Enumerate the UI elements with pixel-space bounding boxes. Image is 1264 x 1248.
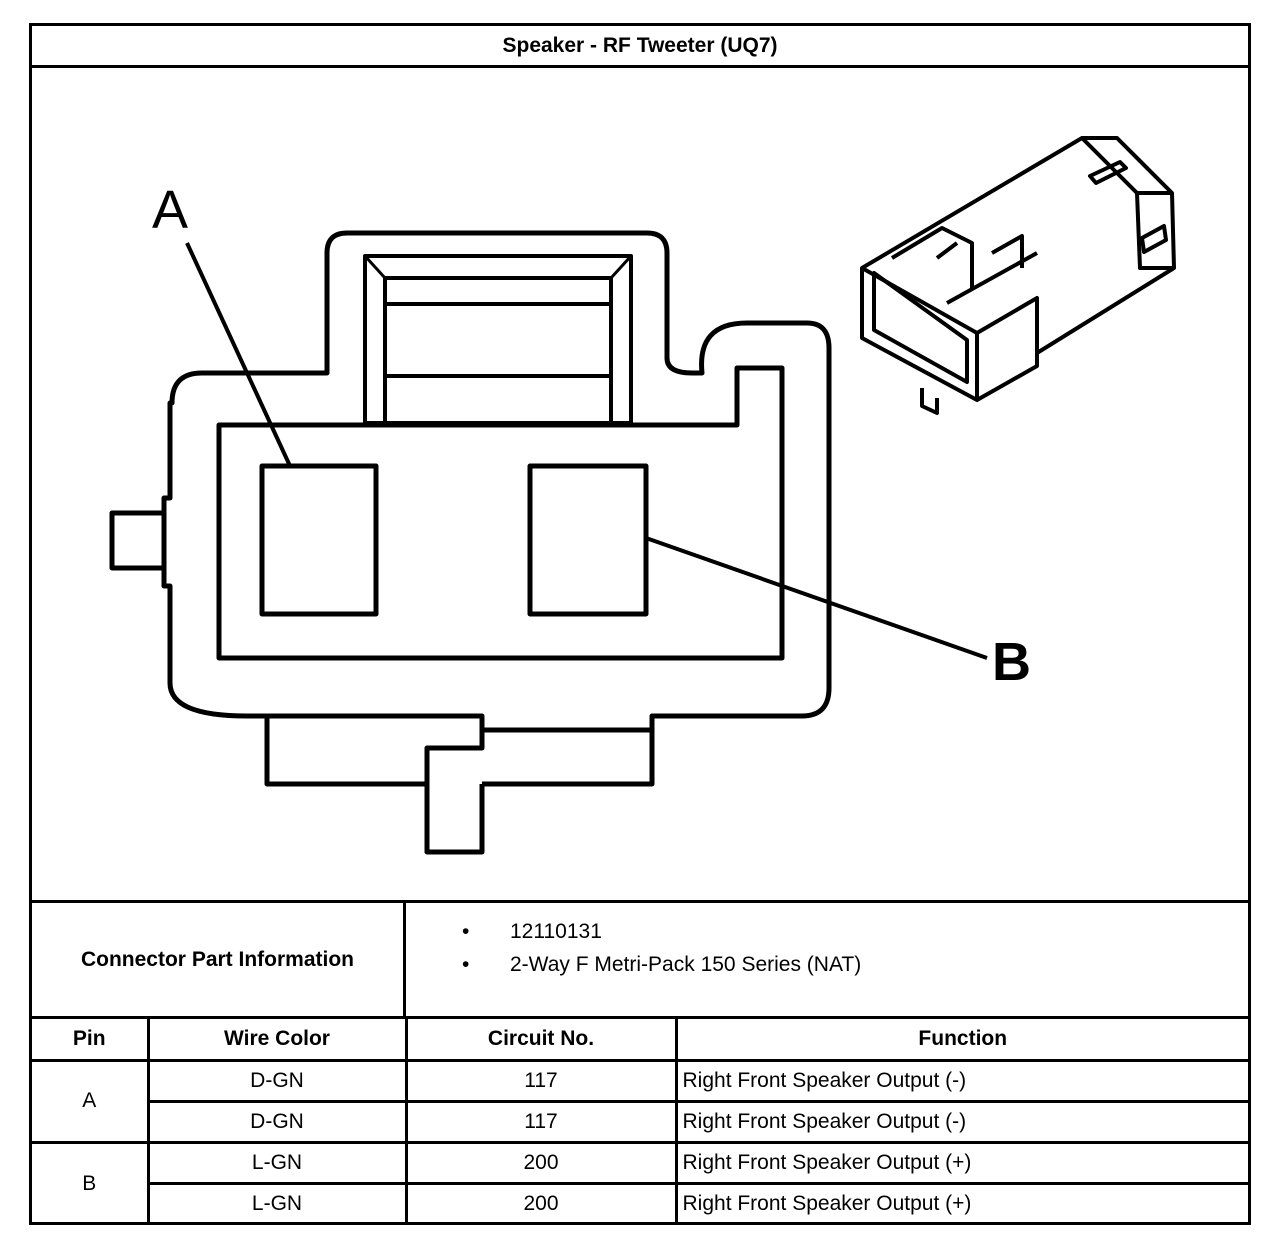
connector-part-info-list: • 12110131 • 2-Way F Metri-Pack 150 Series… <box>452 915 861 981</box>
table-row: L-GN 200 Right Front Speaker Output (+) <box>32 1181 1248 1224</box>
part-info-item: • 2-Way F Metri-Pack 150 Series (NAT) <box>452 948 861 981</box>
wire-color-cell: L-GN <box>146 1140 408 1185</box>
part-info-item: • 12110131 <box>452 915 861 948</box>
bottom-key <box>264 716 485 787</box>
circuit-cell: 117 <box>404 1058 678 1103</box>
bullet-icon: • <box>462 920 470 943</box>
function-cell: Right Front Speaker Output (-) <box>674 1099 1248 1144</box>
top-latch-frame <box>363 254 633 425</box>
table-header-row: Pin Wire Color Circuit No. Function <box>32 1019 1248 1062</box>
top-latch-inner <box>383 276 613 425</box>
table-row: D-GN 117 Right Front Speaker Output (-) <box>32 1099 1248 1144</box>
connector-part-info: Connector Part Information • 12110131 • 2-… <box>32 900 1248 1019</box>
wire-color-cell: D-GN <box>146 1058 408 1103</box>
circuit-cell: 200 <box>404 1140 678 1185</box>
side-latch <box>109 510 164 571</box>
circuit-cell: 117 <box>404 1099 678 1144</box>
terminal-b <box>527 463 649 617</box>
connector-3d-illustration <box>860 136 1176 415</box>
callout-label-b: B <box>992 632 1031 692</box>
connector-part-info-label: Connector Part Information <box>32 903 406 1016</box>
table-row: A D-GN 117 Right Front Speaker Output (-… <box>32 1058 1248 1144</box>
table-row: B L-GN 200 Right Front Speaker Output (+… <box>32 1140 1248 1224</box>
connector-diagram: A B <box>32 68 1248 900</box>
wire-color-cell: L-GN <box>148 1181 408 1224</box>
part-number: 12110131 <box>510 920 602 943</box>
terminal-cavity <box>216 365 785 661</box>
wire-color-cell: D-GN <box>148 1099 408 1144</box>
header-circuit-no: Circuit No. <box>404 1019 678 1062</box>
header-pin: Pin <box>32 1019 150 1062</box>
terminal-a <box>259 463 379 617</box>
bullet-icon: • <box>462 953 470 976</box>
circuit-cell: 200 <box>404 1181 678 1224</box>
connector-face-drawing: A B <box>109 136 1176 855</box>
pin-cell: B <box>32 1140 150 1224</box>
connector-series: 2-Way F Metri-Pack 150 Series (NAT) <box>510 953 862 976</box>
pinout-table: Pin Wire Color Circuit No. Function A D-… <box>32 1019 1248 1224</box>
pin-cell: A <box>32 1058 150 1144</box>
header-function: Function <box>674 1019 1248 1062</box>
function-cell: Right Front Speaker Output (+) <box>674 1140 1248 1185</box>
function-cell: Right Front Speaker Output (+) <box>674 1181 1248 1224</box>
function-cell: Right Front Speaker Output (-) <box>674 1058 1248 1103</box>
connector-housing-outline <box>161 230 832 733</box>
bottom-tab <box>424 784 485 855</box>
callout-line-b <box>645 536 988 660</box>
page-title: Speaker - RF Tweeter (UQ7) <box>32 26 1248 68</box>
callout-label-a: A <box>152 180 188 240</box>
callout-line-a <box>185 242 292 467</box>
connector-sheet: Speaker - RF Tweeter (UQ7) <box>29 23 1251 1225</box>
header-wire-color: Wire Color <box>146 1019 408 1062</box>
